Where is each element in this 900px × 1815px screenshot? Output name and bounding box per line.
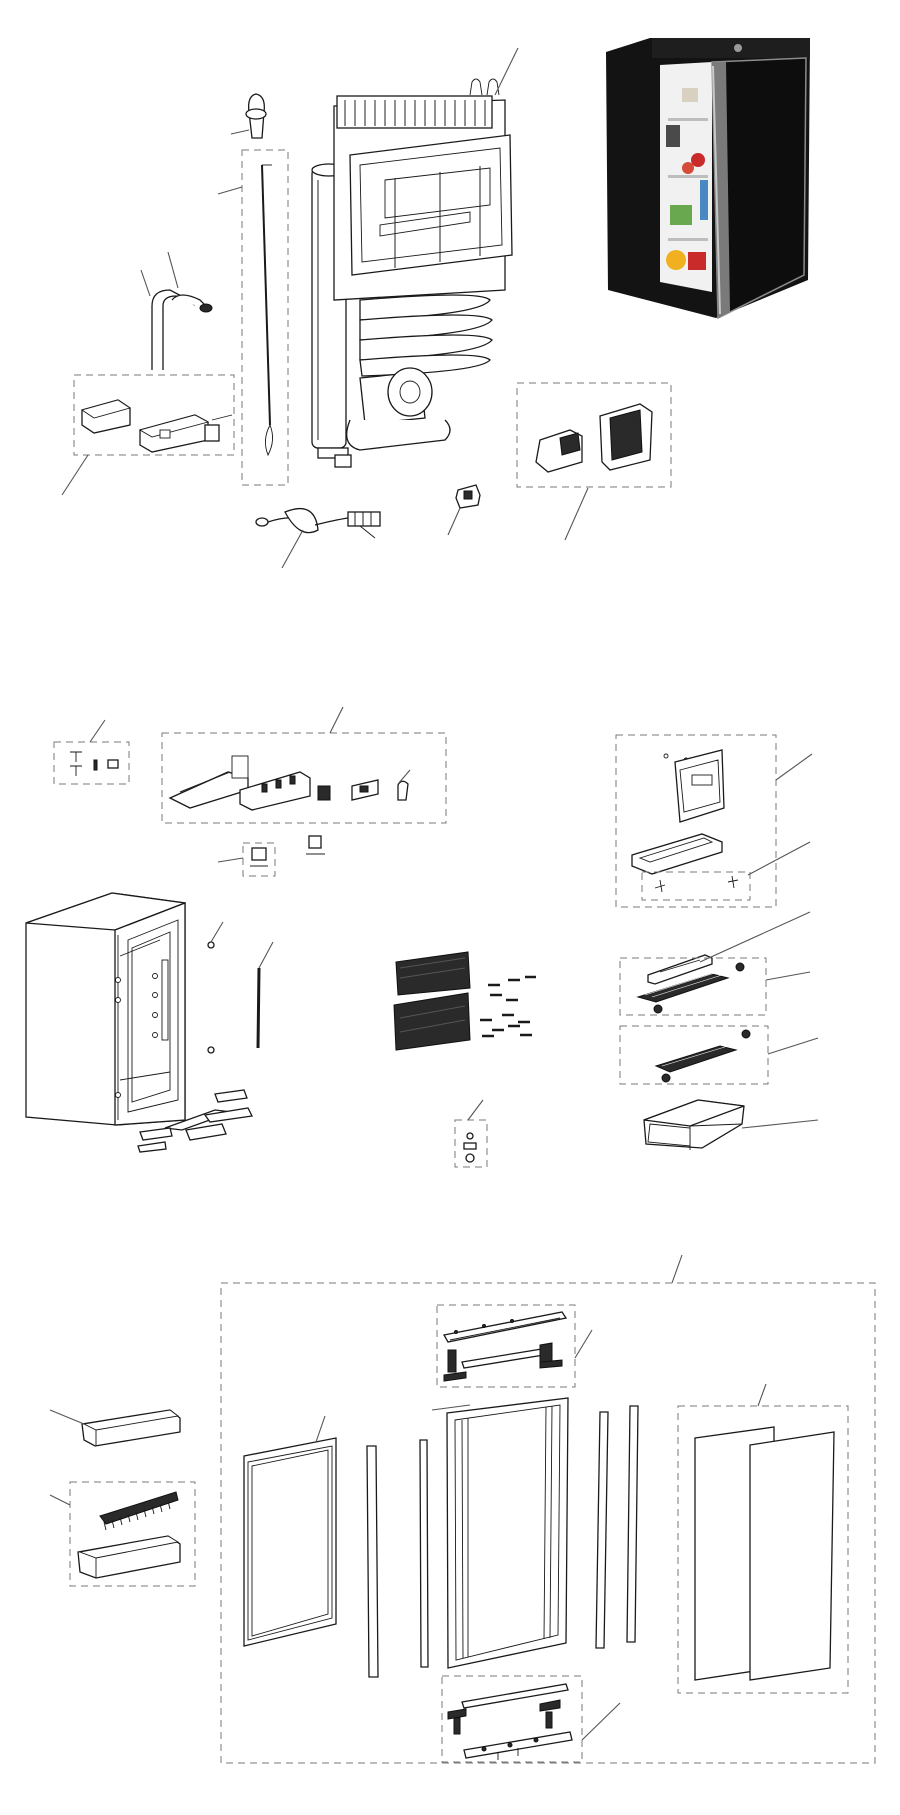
- insulation-panels: [393, 951, 471, 1051]
- control-module-group: [516, 382, 672, 541]
- vegetable-drawer: [643, 1099, 819, 1150]
- cooling-unit: [311, 47, 519, 468]
- section-door: [49, 1254, 876, 1764]
- hinge-pin-group: [454, 1099, 488, 1168]
- seal-strip: [256, 941, 274, 1049]
- thermocouple-tubes: [140, 251, 213, 370]
- relay-switch: [447, 484, 481, 536]
- door-shelf-group: [49, 1481, 196, 1587]
- door-frame: [243, 1415, 337, 1647]
- shelf-support-bar: [647, 911, 811, 985]
- section-cooling-unit: [61, 38, 810, 569]
- power-cable: [255, 507, 381, 569]
- upper-hinge-group: [436, 1304, 593, 1388]
- wire-shelf-upper: [619, 957, 811, 1016]
- door-side-strips: [366, 1405, 639, 1678]
- flue-cap: [230, 93, 267, 139]
- section-cabinet: [25, 706, 819, 1168]
- screw-pins: [480, 975, 536, 1038]
- flue-baffle-group: [217, 149, 289, 486]
- condenser-fins: [336, 95, 493, 129]
- refrigerator-photo: [606, 38, 810, 320]
- cabinet-body: [25, 892, 186, 1126]
- door-panel: [431, 1397, 569, 1669]
- freezer-door-group: [615, 734, 813, 908]
- plug-small: [207, 921, 224, 1054]
- screw-set-small: [53, 719, 130, 785]
- control-panel-group: [161, 706, 447, 824]
- lower-hinge-group: [441, 1675, 621, 1763]
- gas-valve-group: [61, 374, 235, 496]
- wire-shelf-lower: [619, 1025, 819, 1085]
- floor-fittings: [137, 1089, 253, 1153]
- door-decor-panels: [677, 1383, 849, 1694]
- absorber-coils: [359, 294, 493, 377]
- door-bottle-rack: [49, 1409, 181, 1447]
- connector-small-group: [217, 835, 325, 877]
